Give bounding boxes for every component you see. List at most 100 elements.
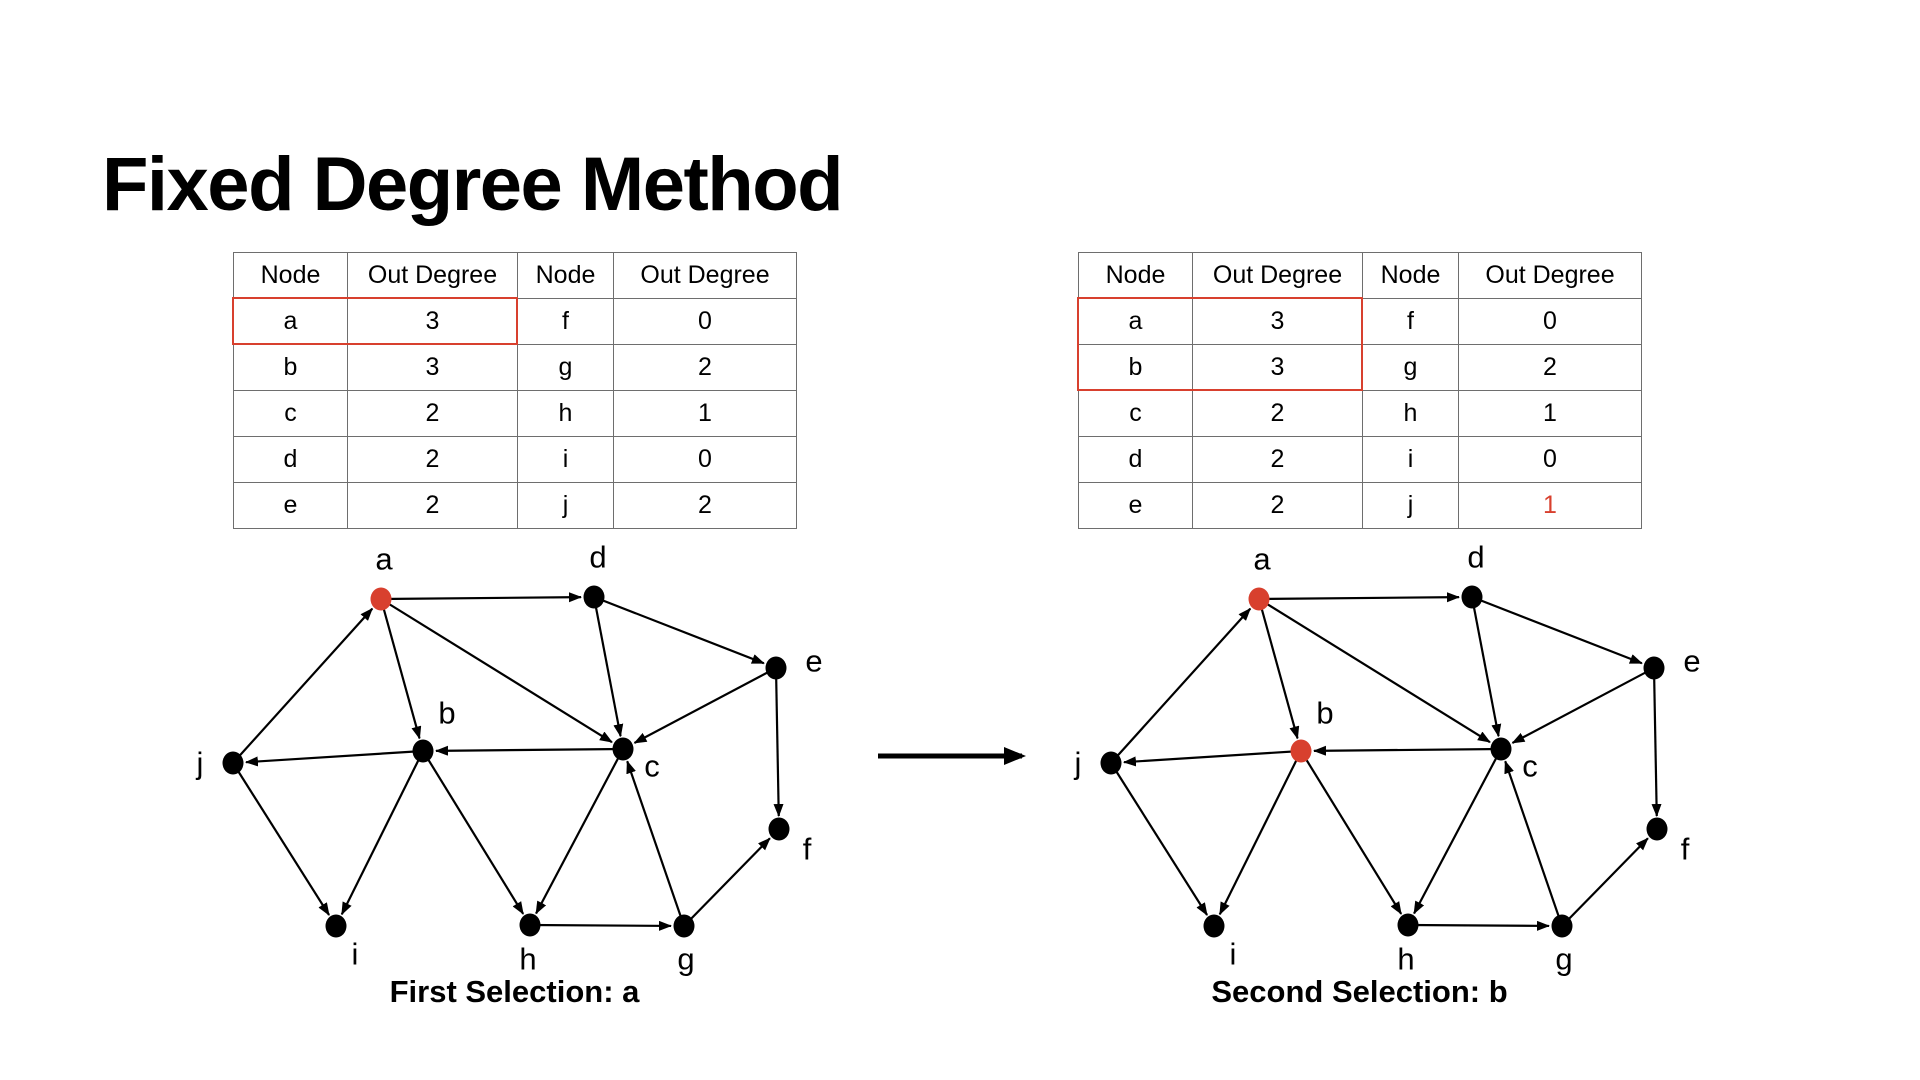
- table-cell: 2: [1458, 344, 1642, 391]
- graph-node-d: [583, 585, 605, 609]
- graph-node-j: [1100, 751, 1122, 775]
- graph-node-label-a: a: [1253, 542, 1271, 577]
- graph-node-c: [612, 737, 634, 761]
- table-cell: h: [517, 390, 614, 437]
- graph-edge-a-c: [380, 598, 613, 744]
- graph-node-label-i: i: [1230, 937, 1237, 972]
- table-cell: 1: [1458, 482, 1642, 529]
- table-cell: e: [233, 482, 348, 529]
- graph-edge-c-b: [1312, 745, 1502, 756]
- table-cell: 3: [347, 344, 518, 391]
- graph-node-e: [1643, 656, 1665, 680]
- graph-node-label-f: f: [803, 832, 812, 867]
- graph-node-label-b: b: [438, 696, 455, 731]
- graph-edge-g-f: [1561, 837, 1649, 927]
- graph-edge-j-a: [1110, 607, 1252, 764]
- table-cell: 3: [1192, 298, 1363, 345]
- graph-node-f: [768, 817, 790, 841]
- column-header: Out Degree: [347, 252, 518, 299]
- table-cell: j: [517, 482, 614, 529]
- table-cell: 3: [347, 298, 518, 345]
- caption-first-selection: First Selection: a: [389, 974, 640, 1009]
- graph-edge-b-j: [244, 749, 424, 767]
- graph-edge-a-d: [1258, 592, 1461, 603]
- table-cell: h: [1362, 390, 1459, 437]
- table-cell: i: [1362, 436, 1459, 483]
- table-cell: 3: [1192, 344, 1363, 391]
- graph-edge-g-f: [683, 837, 771, 927]
- graph-node-label-h: h: [1397, 942, 1414, 977]
- graph-node-f: [1646, 817, 1668, 841]
- graph-node-g: [1551, 914, 1573, 938]
- table-cell: g: [1362, 344, 1459, 391]
- table-cell: 0: [1458, 436, 1642, 483]
- graph-edge-e-c: [1511, 667, 1655, 744]
- table-cell: 0: [613, 436, 797, 483]
- graph-node-i: [1203, 914, 1225, 938]
- graph-node-label-f: f: [1681, 832, 1690, 867]
- graph-edge-b-h: [422, 750, 525, 915]
- table-cell: b: [233, 344, 348, 391]
- column-header: Node: [233, 252, 348, 299]
- table-cell: 2: [1192, 482, 1363, 529]
- table-cell: 2: [347, 482, 518, 529]
- graph-node-j: [222, 751, 244, 775]
- graph-node-label-g: g: [677, 942, 694, 977]
- graph-node-h: [519, 913, 541, 937]
- graph-edge-a-d: [380, 592, 583, 603]
- graph-edge-c-h: [1413, 748, 1502, 915]
- graph-node-c: [1490, 737, 1512, 761]
- graph-node-g: [673, 914, 695, 938]
- graph-edge-h-g: [1407, 920, 1551, 931]
- table-cell: 2: [347, 436, 518, 483]
- graph-edge-b-i: [340, 750, 424, 916]
- graph-edge-d-e: [1471, 595, 1643, 665]
- graph-node-b: [412, 739, 434, 763]
- graph-node-a-selected: [370, 587, 392, 611]
- graph-edge-j-i: [232, 762, 330, 916]
- table-cell: f: [1362, 298, 1459, 345]
- column-header: Node: [517, 252, 614, 299]
- column-header: Out Degree: [1192, 252, 1363, 299]
- table-cell: i: [517, 436, 614, 483]
- column-header: Out Degree: [1458, 252, 1642, 299]
- table-cell: 2: [613, 482, 797, 529]
- graph-node-b-selected: [1290, 739, 1312, 763]
- graph-node-label-h: h: [519, 942, 536, 977]
- column-header: Out Degree: [613, 252, 797, 299]
- graph-node-label-c: c: [1522, 749, 1538, 784]
- graph-node-label-e: e: [1683, 644, 1700, 679]
- graph-edge-b-h: [1300, 750, 1403, 915]
- graph-edge-j-i: [1110, 762, 1208, 916]
- graph-node-i: [325, 914, 347, 938]
- graph-edge-b-i: [1218, 750, 1302, 916]
- graph-edge-d-e: [593, 595, 765, 665]
- table-cell: a: [1078, 298, 1193, 345]
- graph-edge-a-b: [379, 598, 422, 740]
- graph-node-label-e: e: [805, 644, 822, 679]
- table-cell: c: [233, 390, 348, 437]
- table-cell: j: [1362, 482, 1459, 529]
- table-cell: 2: [1192, 436, 1363, 483]
- table-cell: e: [1078, 482, 1193, 529]
- table-cell: 2: [1192, 390, 1363, 437]
- graph-edge-j-a: [232, 607, 374, 764]
- table-cell: a: [233, 298, 348, 345]
- table-cell: 2: [613, 344, 797, 391]
- table-cell: 1: [613, 390, 797, 437]
- graph-node-label-b: b: [1316, 696, 1333, 731]
- graph-node-label-a: a: [375, 542, 393, 577]
- graph-edge-c-h: [535, 748, 624, 915]
